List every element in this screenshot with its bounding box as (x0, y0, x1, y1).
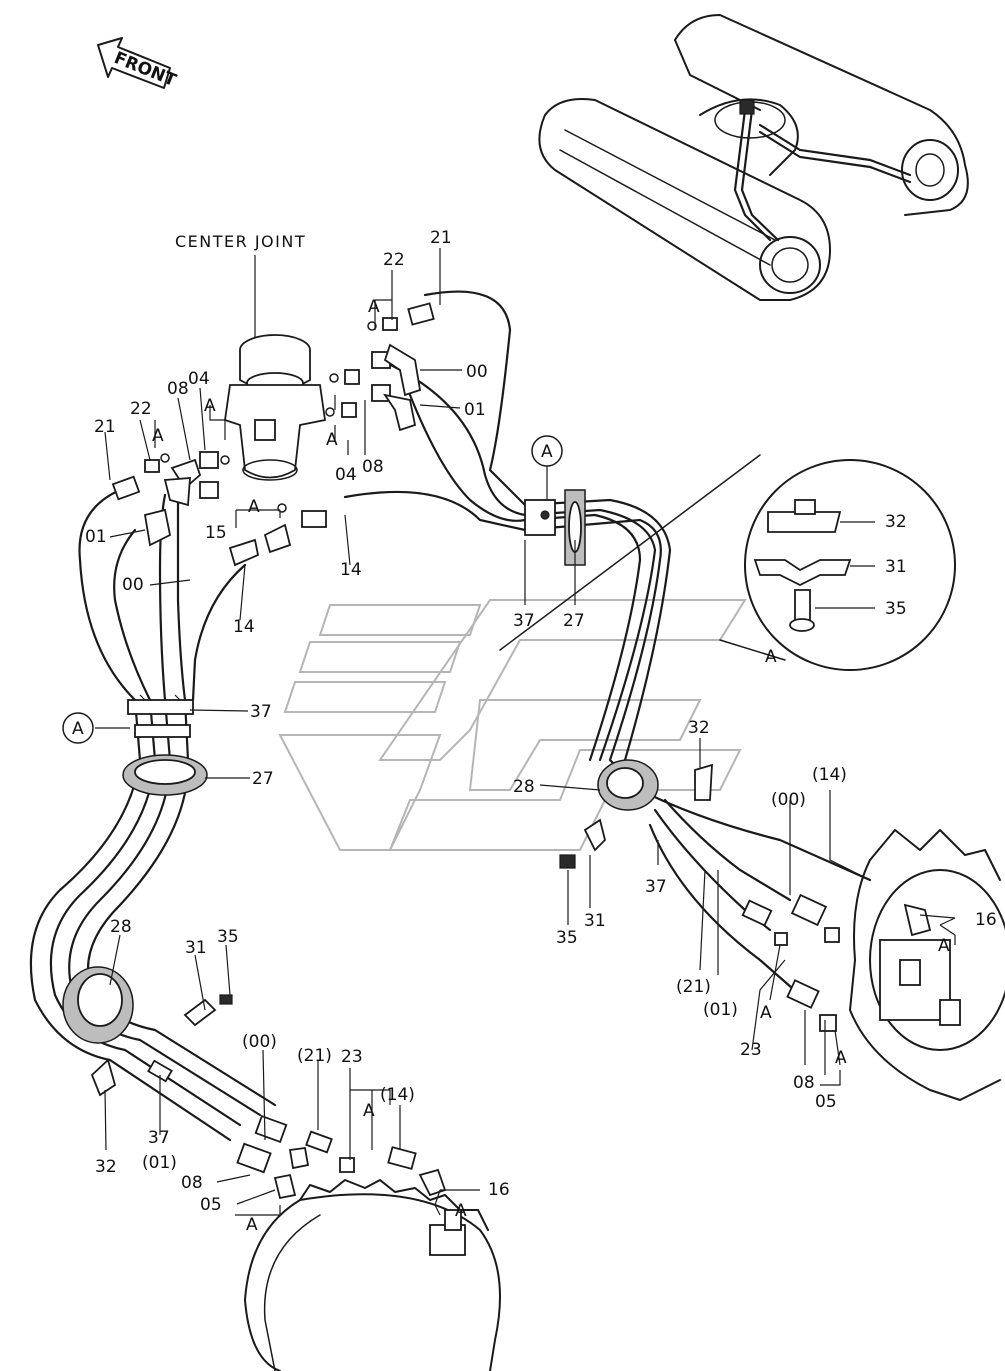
label-08-mid: 08 (362, 457, 384, 477)
left-hose-bundle (29, 488, 277, 1142)
label-01-top: 01 (464, 400, 486, 420)
detail-label-32: 32 (885, 512, 907, 532)
label-21p-left: (21) (297, 1046, 332, 1066)
label-23-right: 23 (740, 1040, 762, 1060)
center-joint: CENTER JOINT (175, 232, 327, 481)
label-a-05-left: A (246, 1215, 258, 1235)
detail-label-31: 31 (885, 557, 907, 577)
detail-label-a: A (765, 647, 777, 667)
label-15: 15 (205, 523, 227, 543)
label-a-05-right: A (835, 1048, 847, 1068)
right-hose-bundle (343, 290, 872, 997)
label-00p-right: (00) (771, 790, 806, 810)
label-05-right: 05 (815, 1092, 837, 1112)
center-joint-label: CENTER JOINT (175, 232, 306, 251)
callout-a-left: A (62, 712, 94, 744)
watermark-logo (278, 599, 747, 851)
front-label: FRONT (111, 48, 179, 91)
label-31-left: 31 (185, 938, 207, 958)
label-22-left: 22 (130, 399, 152, 419)
label-08-left: 08 (167, 379, 189, 399)
label-32-left: 32 (95, 1157, 117, 1177)
callout-a-top: A (531, 435, 563, 467)
callout-a-left-text: A (72, 719, 84, 739)
label-08-left-low: 08 (181, 1173, 203, 1193)
leader-lines (95, 248, 956, 1216)
label-14p-left: (14) (380, 1085, 415, 1105)
label-37-left: 37 (250, 702, 272, 722)
label-00p-left: (00) (242, 1032, 277, 1052)
label-a-23-left: A (363, 1101, 375, 1121)
part-labels: 21 22 A 00 01 08 04 A 22 A 21 A 04 08 A … (85, 228, 997, 1235)
label-21-top: 21 (430, 228, 452, 248)
label-a-16-right: A (938, 936, 950, 956)
label-14-mid: 14 (340, 560, 362, 580)
label-16-left: 16 (488, 1180, 510, 1200)
label-a-23-right: A (760, 1003, 772, 1023)
label-37-top: 37 (513, 611, 535, 631)
lower-right-motor (741, 829, 1005, 1101)
label-14-left: 14 (233, 617, 255, 637)
label-a-top1: A (368, 297, 380, 317)
center-fittings (111, 302, 435, 567)
label-04-mid: 04 (335, 465, 357, 485)
label-14p-right: (14) (812, 765, 847, 785)
label-23-left: 23 (341, 1047, 363, 1067)
label-27-top: 27 (563, 611, 585, 631)
label-37-left-low: 37 (148, 1128, 170, 1148)
label-31-right: 31 (584, 911, 606, 931)
callout-a-top-text: A (541, 442, 553, 462)
label-a-left1: A (152, 426, 164, 446)
label-00-top: 00 (466, 362, 488, 382)
label-05-left-low: 05 (200, 1195, 222, 1215)
label-00-left: 00 (122, 575, 144, 595)
label-a-15: A (248, 497, 260, 517)
label-a-16-left: A (455, 1201, 467, 1221)
front-arrow-icon: FRONT (97, 37, 179, 91)
detail-label-35: 35 (885, 599, 907, 619)
label-01p-right: (01) (703, 1000, 738, 1020)
label-08-right: 08 (793, 1073, 815, 1093)
label-35-left: 35 (217, 927, 239, 947)
label-04-left: 04 (188, 369, 210, 389)
label-16-right: 16 (975, 910, 997, 930)
label-28-right: 28 (513, 777, 535, 797)
lower-left-motor (236, 1114, 501, 1371)
label-21-left: 21 (94, 417, 116, 437)
label-27-left: 27 (252, 769, 274, 789)
label-37-right: 37 (645, 877, 667, 897)
label-21p-right: (21) (676, 977, 711, 997)
label-28-left: 28 (110, 917, 132, 937)
undercarriage-inset (538, 14, 969, 301)
label-32-right: 32 (688, 718, 710, 738)
label-22-top: 22 (383, 250, 405, 270)
label-a-mid: A (326, 430, 338, 450)
label-01-left: 01 (85, 527, 107, 547)
label-01p-left: (01) (142, 1153, 177, 1173)
label-35-right: 35 (556, 928, 578, 948)
detail-a-circle: 32 31 35 A (499, 454, 956, 671)
label-a-top2: A (204, 396, 216, 416)
